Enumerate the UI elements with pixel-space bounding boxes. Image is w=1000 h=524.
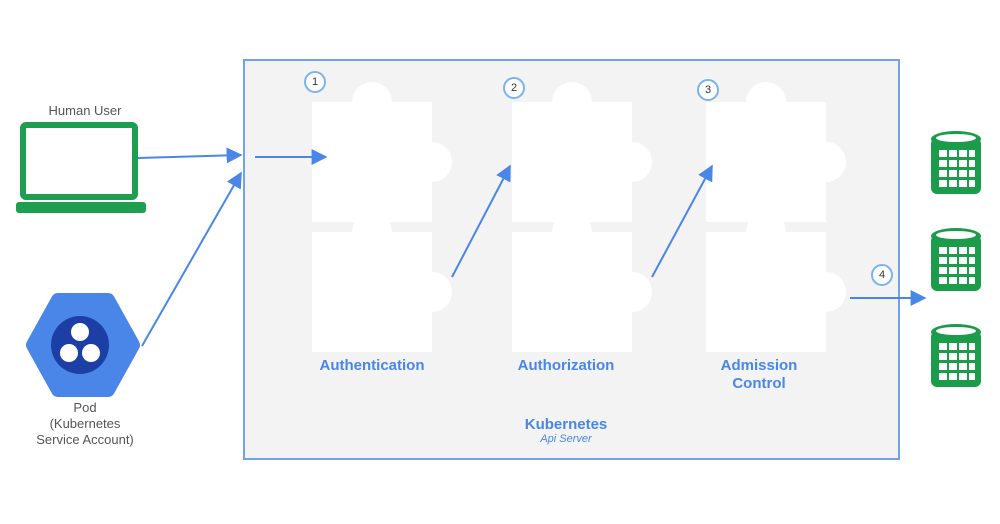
pod-label: Pod (Kubernetes Service Account) (15, 400, 155, 448)
database-icon (931, 324, 981, 387)
authorization-to-admission-arrow (651, 164, 713, 278)
admission-control-label: Admission Control (720, 357, 798, 392)
admission-control-puzzle-icon (706, 82, 846, 352)
human-user-label: Human User (48, 103, 122, 118)
authentication-to-authorization-arrow (451, 164, 511, 278)
user-to-server-arrow (137, 147, 243, 164)
pod-icon (26, 293, 140, 397)
api-server-title: Kubernetes Api Server (466, 416, 666, 445)
authorization-puzzle-icon (512, 82, 652, 352)
step-3-badge: 3 (697, 79, 719, 101)
pod-label-line: (Kubernetes (49, 416, 121, 431)
pod-label-line: Service Account) (36, 432, 134, 447)
api-server-name: Kubernetes (524, 416, 608, 433)
authorization-label: Authorization (517, 357, 615, 374)
pod-label-line: Pod (73, 400, 97, 415)
database-icon (931, 131, 981, 194)
step-2-badge: 2 (503, 77, 525, 99)
api-server-subtitle: Api Server (540, 433, 592, 445)
authentication-puzzle-icon (312, 82, 452, 352)
authentication-label: Authentication (319, 357, 425, 374)
pod-to-server-arrow (141, 171, 242, 347)
laptop-icon (16, 122, 146, 213)
database-icon (931, 228, 981, 291)
step-1-badge: 1 (304, 71, 326, 93)
step-4-badge: 4 (871, 264, 893, 286)
